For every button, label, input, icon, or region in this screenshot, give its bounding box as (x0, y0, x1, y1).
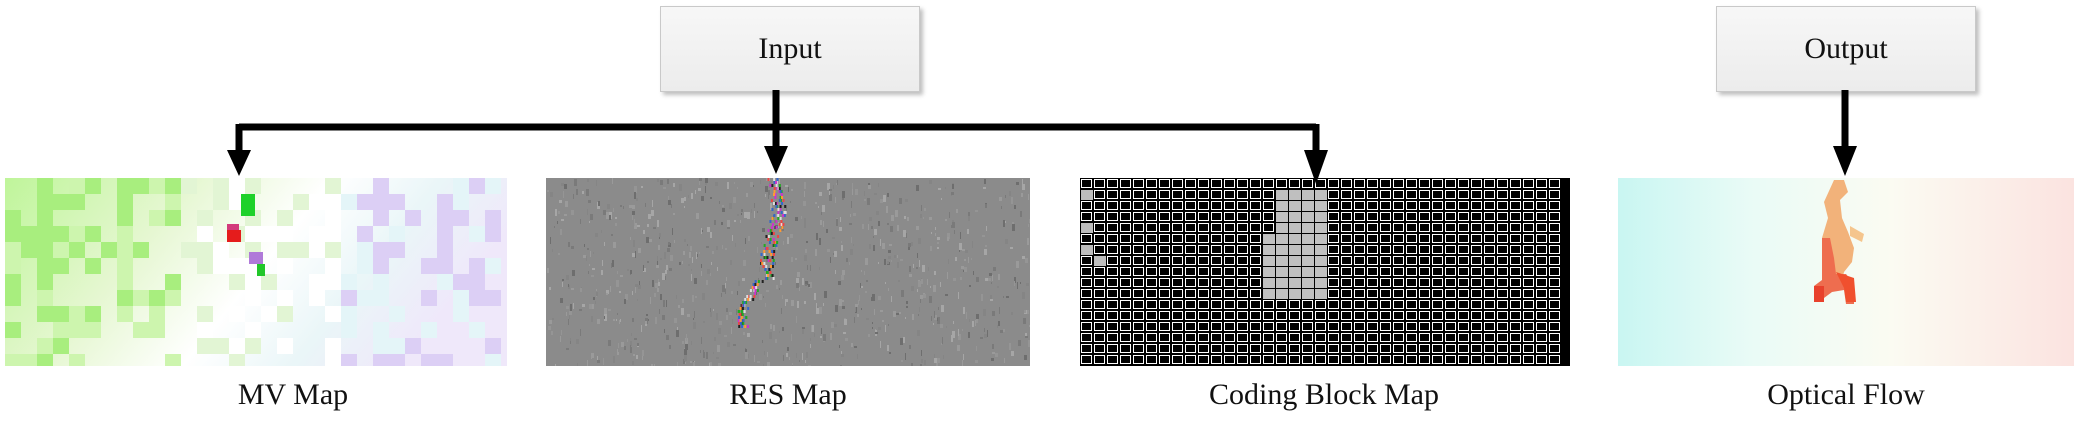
coding-block-map-graphic (1080, 178, 1570, 366)
mv-map-image (5, 178, 507, 366)
coding-block-map-image (1080, 178, 1570, 366)
caption-coding-block-map: Coding Block Map (1209, 378, 1439, 411)
optical-flow-image (1618, 178, 2074, 366)
arrow-head-output (1833, 146, 1857, 176)
input-box: Input (660, 6, 920, 92)
caption-mv-map: MV Map (237, 378, 349, 411)
optical-flow-graphic (1618, 178, 2074, 366)
input-box-label: Input (758, 32, 822, 65)
mv-map-graphic (5, 178, 507, 366)
caption-optical-flow: Optical Flow (1767, 378, 1925, 411)
caption-res-map: RES Map (729, 378, 847, 411)
arrow-head-mv (227, 150, 251, 176)
res-map-image (546, 178, 1030, 366)
res-map-graphic (546, 178, 1030, 366)
output-box-label: Output (1804, 32, 1888, 65)
arrow-head-coding-block (1304, 150, 1328, 184)
arrow-head-res (764, 146, 788, 174)
